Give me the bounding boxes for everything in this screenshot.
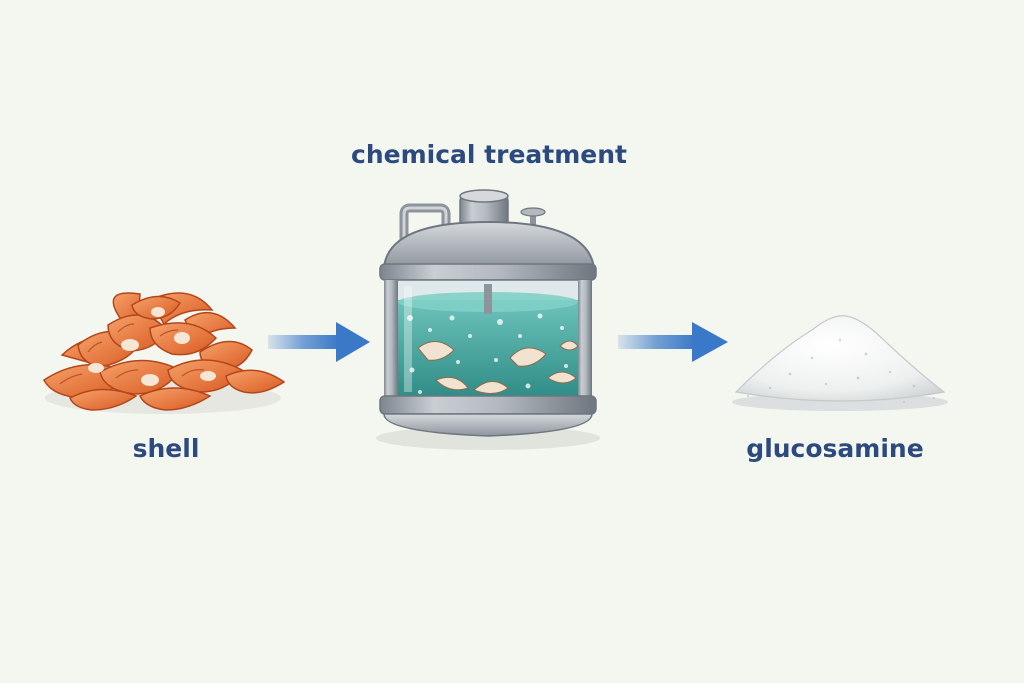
white-powder-pile-icon <box>732 315 948 411</box>
shell-label: shell <box>132 434 200 463</box>
shrimp-shell-pile-icon <box>43 292 286 414</box>
right-arrow-icon <box>618 322 728 362</box>
reactor-tank-icon <box>376 189 600 450</box>
chemical-treatment-label: chemical treatment <box>351 140 627 169</box>
glucosamine-label: glucosamine <box>746 434 924 463</box>
right-arrow-icon <box>268 322 370 362</box>
